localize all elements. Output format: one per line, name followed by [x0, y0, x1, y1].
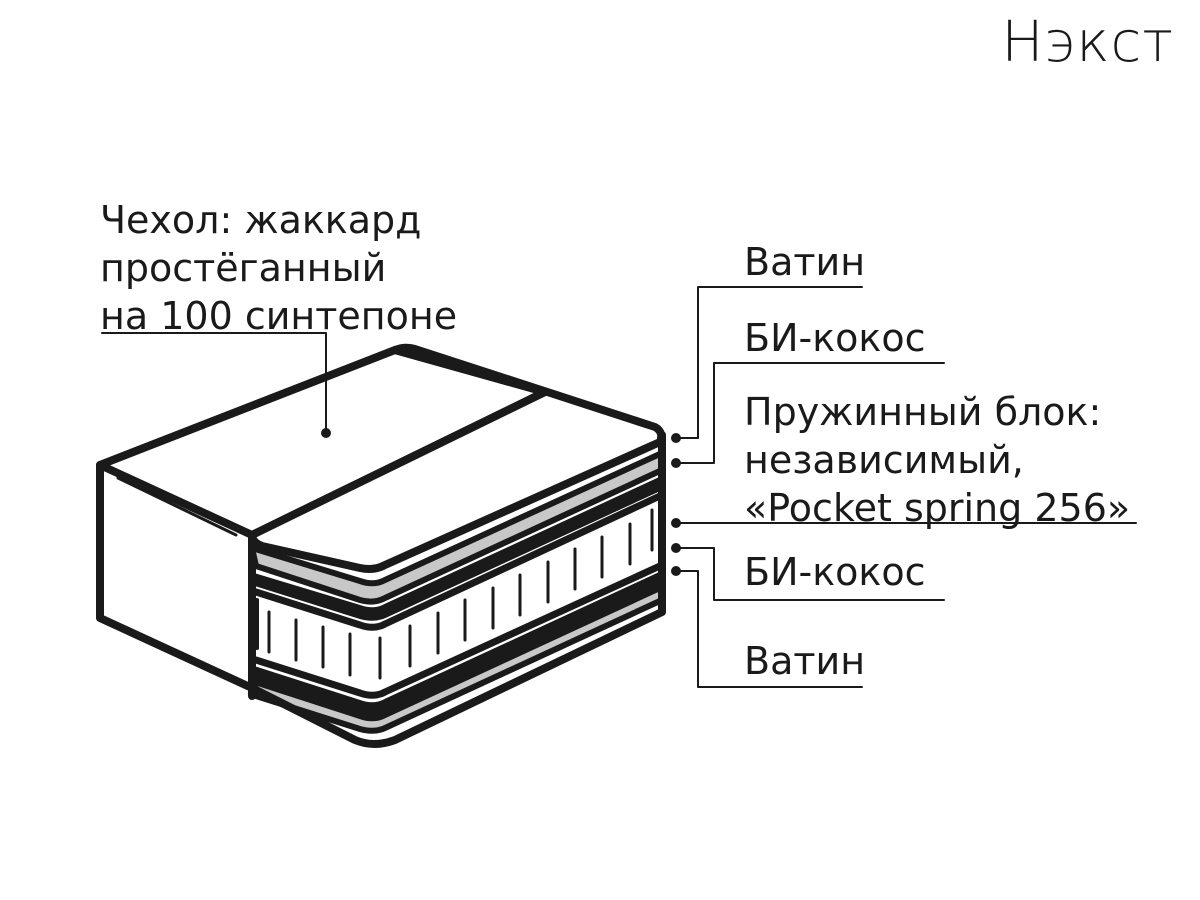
label-bikokos-bottom: БИ-кокос [744, 550, 926, 594]
dot-spring-block [671, 518, 681, 528]
product-title: Нэкст [1001, 10, 1174, 75]
mattress-top [248, 343, 666, 573]
cover-label-line-2: простёганный [100, 246, 387, 290]
dot-cover [321, 428, 331, 438]
dot-bikokos-bottom [671, 543, 681, 553]
label-bikokos-top: БИ-кокос [744, 316, 926, 360]
cover-label: Чехол: жаккард простёганный на 100 синте… [100, 196, 457, 340]
label-vatin-bottom: Ватин [744, 639, 866, 683]
leader-bikokos-top [675, 362, 945, 464]
label-vatin-top: Ватин [744, 240, 866, 284]
label-spring-line-2: независимый, [744, 438, 1024, 482]
leader-vatin-top [675, 286, 863, 439]
pointer-dots [321, 428, 681, 576]
leader-cover [101, 332, 327, 433]
leader-vatin-bottom [675, 570, 863, 688]
dot-vatin-bottom [671, 566, 681, 576]
cover-label-line-1: Чехол: жаккард [100, 198, 422, 242]
leader-bikokos-bottom [675, 547, 945, 601]
label-spring-line-1: Пружинный блок: [744, 390, 1102, 434]
bottom-layer-band [248, 561, 666, 748]
dot-bikokos-top [671, 458, 681, 468]
dot-vatin-top [671, 433, 681, 443]
spring-block [255, 431, 666, 680]
leader-lines [101, 286, 1137, 688]
cover-label-line-3: на 100 синтепоне [100, 294, 458, 338]
